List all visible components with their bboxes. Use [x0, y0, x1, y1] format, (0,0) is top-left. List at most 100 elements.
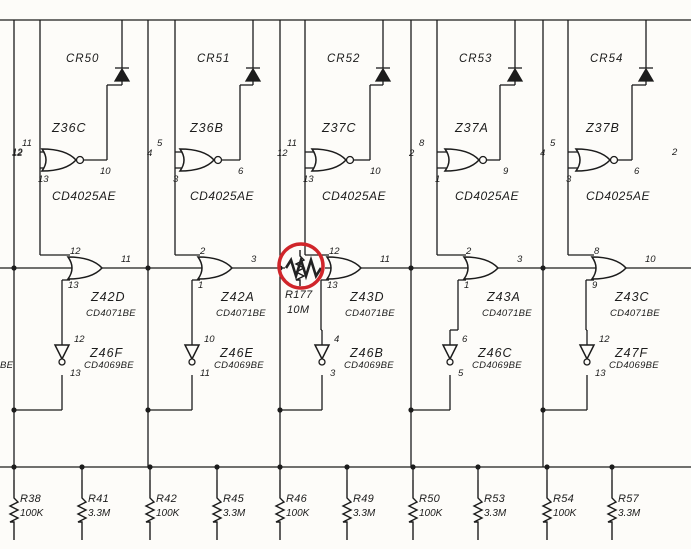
pin-label: 13 [68, 280, 79, 291]
resistor-value: 100K [20, 508, 45, 519]
pin-label: 11 [22, 138, 32, 149]
pin-label: 13 [303, 174, 314, 185]
nor-gate-ref: Z37C [321, 121, 357, 135]
inverter [53, 344, 71, 366]
junction-dot [408, 265, 414, 271]
junction-dot [11, 265, 17, 271]
resistor-ref: R50 [419, 493, 441, 505]
pin-label: 12 [277, 148, 288, 159]
pin-label: 11 [200, 368, 210, 379]
diode [244, 67, 262, 82]
nor-gate-bubble [478, 155, 488, 165]
pin-label: 2 [199, 246, 206, 257]
or-gate-part: CD4071BE [482, 308, 532, 319]
resistor-ref: R57 [618, 493, 640, 505]
junction-dot [145, 265, 151, 271]
resistor [211, 480, 223, 540]
inverter-ref: Z46F [89, 346, 124, 360]
resistor [606, 480, 618, 540]
resistor [274, 480, 286, 540]
inverter-ref: Z47F [614, 346, 649, 360]
junction-dot [544, 464, 550, 470]
components [8, 67, 655, 540]
nor-gate-ref: Z37B [585, 121, 620, 135]
edge-pin-left: 12 [12, 147, 23, 158]
r177-value: 10M [287, 304, 310, 316]
inverter-ref: Z46B [349, 346, 384, 360]
nor-gate-body [443, 148, 481, 172]
pin-label: 11 [380, 254, 390, 265]
diode-body [506, 67, 524, 82]
pin-label: 3 [173, 174, 179, 185]
resistor [472, 480, 484, 540]
resistor [294, 250, 306, 286]
inverter-bubble [188, 358, 196, 366]
junction-dot [11, 407, 17, 413]
diode-label: CR52 [327, 53, 360, 65]
or-gate-part: CD4071BE [345, 308, 395, 319]
pin-label: 12 [74, 334, 85, 345]
pin-label: 13 [595, 368, 606, 379]
edge-pin-right: 2 [671, 147, 678, 158]
inverter-body [183, 344, 201, 361]
resistor-value: 100K [286, 508, 311, 519]
resistor-value: 3.3M [618, 508, 641, 519]
inverter [183, 344, 201, 366]
or-gate-ref: Z43A [486, 290, 521, 304]
diode-label: CR50 [66, 53, 99, 65]
or-gate [325, 256, 363, 280]
junction-dot [145, 407, 151, 413]
inverter-ref: Z46C [477, 346, 513, 360]
pin-label: 1 [435, 174, 440, 185]
nor-gate-ref: Z37A [454, 121, 489, 135]
or-gate-ref: Z43C [614, 290, 650, 304]
nor-gate-bubble [213, 155, 223, 165]
pin-label: 6 [238, 166, 244, 177]
resistor-value: 3.3M [88, 508, 111, 519]
inverter-bubble [318, 358, 326, 366]
pin-label: 2 [408, 148, 415, 159]
junction-dot [609, 464, 615, 470]
or-gate-ref: Z42D [90, 290, 126, 304]
nor-gate-body [40, 148, 78, 172]
inverter-body [578, 344, 596, 361]
inverter-part: CD4069BE [609, 360, 659, 371]
resistor [407, 480, 419, 540]
diode-body [244, 67, 262, 82]
pin-label: 3 [251, 254, 257, 265]
or-gate [462, 256, 500, 280]
pin-label: 8 [594, 246, 600, 257]
or-gate-body [66, 256, 104, 280]
resistor-value: 3.3M [223, 508, 246, 519]
pin-label: 4 [147, 148, 152, 159]
pin-label: 8 [419, 138, 425, 149]
or-gate [66, 256, 104, 280]
inverter-bubble [58, 358, 66, 366]
wires [0, 19, 691, 480]
diode-body [113, 67, 131, 82]
nor-gate-body [574, 148, 612, 172]
nor-gate [40, 148, 85, 172]
resistor [341, 480, 353, 540]
pin-label: 6 [634, 166, 640, 177]
resistor-value: 100K [419, 508, 444, 519]
pin-label: 6 [462, 334, 468, 345]
or-gate-body [196, 256, 234, 280]
inverter-body [313, 344, 331, 361]
junction-dot [410, 464, 416, 470]
resistor-ref: R46 [286, 493, 308, 505]
or-gate-body [325, 256, 363, 280]
inverter [441, 344, 459, 366]
resistor-ref: R53 [484, 493, 506, 505]
or-gate [196, 256, 234, 280]
pin-label: 13 [38, 174, 49, 185]
resistor-ref: R54 [553, 493, 574, 505]
pin-label: 3 [517, 254, 523, 265]
junction-dot [277, 407, 283, 413]
or-gate-ref: Z43D [349, 290, 385, 304]
nor-gate-part: CD4025AE [455, 189, 520, 203]
or-gate-part: CD4071BE [216, 308, 266, 319]
nor-gate-bubble [609, 155, 619, 165]
pin-label: 5 [157, 138, 163, 149]
resistor-ref: R45 [223, 493, 245, 505]
